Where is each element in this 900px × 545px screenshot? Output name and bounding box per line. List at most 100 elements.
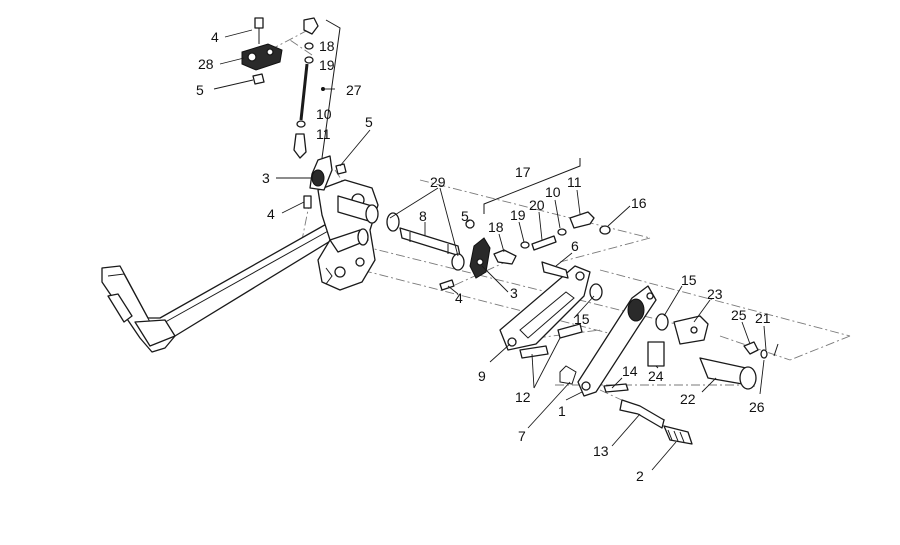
bracket-hole	[355, 257, 365, 267]
gear-lever-hub	[627, 298, 645, 322]
axis-line	[329, 237, 701, 331]
cap	[599, 225, 611, 235]
washer-26	[760, 349, 768, 359]
callout-11: 11	[567, 174, 582, 190]
callout-29: 29	[430, 174, 446, 190]
callout-18: 18	[319, 38, 335, 54]
callout-14: 14	[622, 363, 638, 379]
leader	[538, 211, 543, 241]
callout-28: 28	[198, 56, 214, 72]
leader	[447, 285, 459, 295]
leader	[576, 189, 581, 215]
upper-linkage	[241, 17, 341, 159]
bushing	[589, 283, 603, 301]
callout-22: 22	[680, 391, 696, 407]
screw	[439, 279, 455, 291]
leader	[573, 295, 595, 319]
pin-24	[647, 341, 665, 367]
axis-line	[269, 29, 309, 51]
callout-21: 21	[755, 310, 771, 326]
callout-3: 3	[510, 285, 518, 301]
leader	[607, 205, 631, 227]
shift-small-arm	[303, 155, 347, 209]
threaded-rod	[531, 235, 557, 251]
washer	[451, 253, 465, 271]
group-bracket-17	[483, 158, 581, 214]
callout-7: 7	[518, 428, 526, 444]
small-arm-hub	[311, 169, 325, 187]
axis-line	[334, 169, 346, 186]
callout-11: 11	[316, 126, 331, 142]
shift-arm-lower	[469, 237, 491, 279]
bracket-hole	[334, 266, 346, 278]
callout-15: 15	[681, 272, 697, 288]
callout-15: 15	[574, 311, 590, 327]
leader	[663, 285, 683, 317]
callout-5: 5	[365, 114, 373, 130]
leader	[281, 201, 305, 214]
leader	[611, 377, 623, 389]
leader	[693, 299, 711, 323]
callout-20: 20	[529, 197, 545, 213]
leader	[554, 199, 561, 229]
bolt-6	[541, 261, 569, 279]
callout-17: 17	[515, 164, 531, 180]
callout-16: 16	[631, 195, 647, 211]
leader	[339, 129, 371, 167]
leader	[741, 321, 751, 345]
leader	[759, 359, 765, 395]
callout-24: 24	[648, 368, 664, 384]
leader	[213, 79, 254, 90]
leader	[555, 252, 573, 267]
leader	[655, 365, 659, 369]
main-lever-arm	[101, 221, 346, 353]
callout-6: 6	[571, 238, 579, 254]
leader	[763, 325, 767, 351]
leader	[389, 187, 439, 219]
screw-14	[603, 383, 629, 393]
leader	[439, 187, 459, 257]
callout-5: 5	[461, 208, 469, 224]
shift-arm-hole	[476, 258, 484, 266]
callout-19: 19	[319, 57, 335, 73]
nut-25	[743, 341, 759, 355]
leader	[224, 29, 253, 38]
pivot-boss-end	[365, 204, 379, 224]
callout-4: 4	[211, 29, 219, 45]
clamp-hole	[247, 52, 257, 62]
leader	[498, 233, 505, 253]
leader	[489, 343, 511, 363]
lever-arm-edge	[159, 229, 331, 326]
rod	[299, 63, 309, 121]
clevis-hole	[690, 326, 698, 334]
link-plate-slot	[519, 291, 575, 339]
circlip	[559, 365, 577, 385]
link-plate-body	[499, 265, 591, 351]
bolt	[303, 195, 312, 209]
footrest-rubber	[663, 425, 693, 445]
callout-8: 8	[419, 208, 427, 224]
callout-13: 13	[593, 443, 609, 459]
rod-end	[493, 249, 517, 265]
callout-12: 12	[515, 389, 531, 405]
rod-washer	[304, 56, 314, 64]
callout-3: 3	[262, 170, 270, 186]
axis-line	[329, 261, 621, 337]
link-plate-hole	[575, 271, 585, 281]
leader	[466, 219, 471, 223]
leader	[531, 353, 535, 389]
leader	[533, 337, 561, 389]
leader	[518, 221, 525, 243]
lever-arm-edge	[107, 273, 151, 323]
washer-15	[655, 313, 669, 331]
leader	[701, 377, 717, 393]
nut	[252, 73, 265, 85]
callout-5: 5	[196, 82, 204, 98]
callout-18: 18	[488, 219, 504, 235]
leader	[565, 391, 583, 401]
gear-lever-hole	[581, 381, 591, 391]
rod-end	[569, 211, 595, 229]
callout-2: 2	[636, 468, 644, 484]
callout-10: 10	[316, 106, 332, 122]
